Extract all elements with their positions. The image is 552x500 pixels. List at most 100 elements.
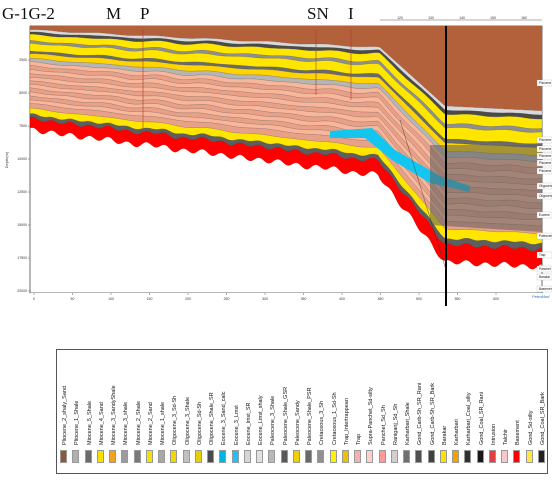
- legend-item-label: Miocene_4_Sand: [98, 402, 105, 445]
- well-label-sn: SN: [307, 4, 329, 23]
- legend-item-label: Talchir: [503, 429, 509, 445]
- legend-item-label: Paleocene_Sandy: [294, 400, 301, 445]
- legend-swatch: [280, 450, 288, 463]
- legend-item: Barakar: [439, 350, 449, 473]
- legend-item: Eocene_3_Lmst: [231, 350, 241, 473]
- legend-item-label: Karharbari_Shale: [405, 402, 411, 445]
- right-layer-label: Trap: [539, 253, 546, 257]
- legend-item: Intrusion: [488, 350, 498, 473]
- legend-item: Eocene_Lmst_shaly: [256, 350, 265, 473]
- legend-swatch: [464, 450, 472, 463]
- legend-item-label: Eocene_3_Sand_calc: [221, 391, 228, 445]
- legend-item-label: Gond_Carb-Sh_SR_Rani: [417, 382, 424, 445]
- legend-item: Paleocene_3_Shale: [268, 350, 277, 473]
- legend-item-label: Trap_Intertrappean: [343, 398, 350, 445]
- legend-swatch: [354, 450, 361, 463]
- right-label-box: [536, 182, 552, 190]
- legend-item-label: Basement: [515, 420, 522, 445]
- x-tick-label: 600: [493, 297, 499, 301]
- y-axis-label: Depth(m): [4, 151, 9, 168]
- legend-item: Miocene_5_Shale: [84, 350, 94, 473]
- x-tick-label: 50: [71, 297, 75, 301]
- legend-item: Trap: [354, 350, 363, 473]
- well-label-p: P: [140, 4, 150, 23]
- legend-swatch: [256, 450, 263, 463]
- well-lines: [142, 26, 447, 306]
- legend-swatch: [268, 450, 276, 463]
- right-layer-label: Oligocene: [539, 194, 552, 198]
- right-layer-label: Pliocene: [539, 169, 551, 173]
- legend-item: Gond_Coal_SR_Rani: [476, 350, 486, 473]
- section-bottom-mask: [30, 293, 542, 297]
- right-label-box: [536, 285, 552, 293]
- legend-item-label: Eocene_lmst_SR: [245, 402, 252, 446]
- legend-swatch: [537, 450, 545, 463]
- legend-swatch: [182, 450, 190, 463]
- legend-item: Gond_Coal_SR_Bark: [537, 350, 547, 473]
- right-layer-label: Panchet: [539, 267, 551, 271]
- legend-item-label: Barakar: [441, 425, 448, 445]
- legend-swatch: [96, 450, 104, 463]
- legend-swatch: [109, 450, 116, 463]
- legend-item: Paleocene_Shale_PSR: [305, 350, 314, 473]
- basin-fill: [430, 145, 542, 232]
- legend-item-label: Paleocene_Shale_PSR: [307, 387, 313, 446]
- legend-item: Paleocene_Sandy: [292, 350, 302, 473]
- legend-item-label: Miocene_1_shale: [160, 401, 166, 445]
- legend-item-label: Gond_Coal_SR_Bark: [539, 392, 546, 445]
- x-tick-label: 500: [416, 297, 422, 301]
- legend-item: Oligocene_3_Shale: [182, 350, 192, 473]
- legend-swatch: [158, 450, 165, 463]
- legend-swatch: [243, 450, 251, 463]
- legend-swatch: [60, 450, 67, 463]
- x-tick-label: 150: [147, 297, 153, 301]
- legend-item-label: Miocene_5_Shale: [86, 400, 93, 445]
- legend-item-label: Oligocene_Sd-Sh: [196, 401, 203, 445]
- legend-item-label: Oligocene_Shale_SR: [209, 392, 215, 445]
- legend-swatch: [145, 450, 153, 463]
- legend-item: Miocene_1_shale: [158, 350, 167, 473]
- legend-item-label: Oligocene_3_Shale: [184, 396, 191, 445]
- x-tick-label: 550: [455, 297, 461, 301]
- legend-item: Eocene_3_Sand_calc: [219, 350, 228, 473]
- y-tick-label: 17500: [17, 256, 27, 260]
- legend-swatch: [403, 450, 410, 463]
- legend-swatch: [427, 450, 435, 463]
- right-label-box: [536, 167, 552, 175]
- legend-item: Miocene_2_Shale: [133, 350, 143, 473]
- legend-swatch: [292, 450, 300, 463]
- x-tick-label: 450: [378, 297, 384, 301]
- legend-swatch: [305, 450, 312, 463]
- layer-top-brown: [30, 26, 542, 111]
- x-tick-label: 400: [339, 297, 345, 301]
- legend-swatch: [488, 450, 496, 463]
- legend-item: Raniganj_Sd_Sh: [390, 350, 400, 473]
- y-tick-label: 10000: [17, 157, 27, 161]
- legend-item-label: Panchet_Sd_Sh: [380, 405, 387, 445]
- legend-item: Paleocene_Shale_GSR: [280, 350, 290, 473]
- legend-swatch: [525, 450, 533, 463]
- right-label-box: [536, 159, 552, 167]
- legend-item: Talchir: [501, 350, 510, 473]
- legend-item: Cretaceous_3_Sh: [317, 350, 326, 473]
- right-label-box: [536, 232, 552, 240]
- right-layer-label: Basement: [539, 287, 552, 291]
- legend-item-label: Eocene_3_Lmst: [233, 405, 240, 445]
- legend-item-label: Miocene_2_Sand: [147, 402, 154, 445]
- legend-swatch: [207, 450, 214, 463]
- legend-item: Supra-Panchet_Sd-silty: [366, 350, 375, 473]
- legend-swatch: [121, 450, 129, 463]
- right-layer-label: Pliocene: [539, 138, 551, 142]
- legend-swatch: [72, 450, 80, 463]
- right-layer-label: Barakar: [539, 275, 551, 279]
- legend-item: Oligocene_Shale_SR: [207, 350, 216, 473]
- legend-swatch: [439, 450, 447, 463]
- y-tick-label: 20000: [17, 289, 27, 293]
- legend-swatch: [231, 450, 239, 463]
- legend-swatch: [378, 450, 386, 463]
- legend-item-label: Miocene_3_SandyShale: [111, 385, 117, 445]
- legend-swatch: [84, 450, 92, 463]
